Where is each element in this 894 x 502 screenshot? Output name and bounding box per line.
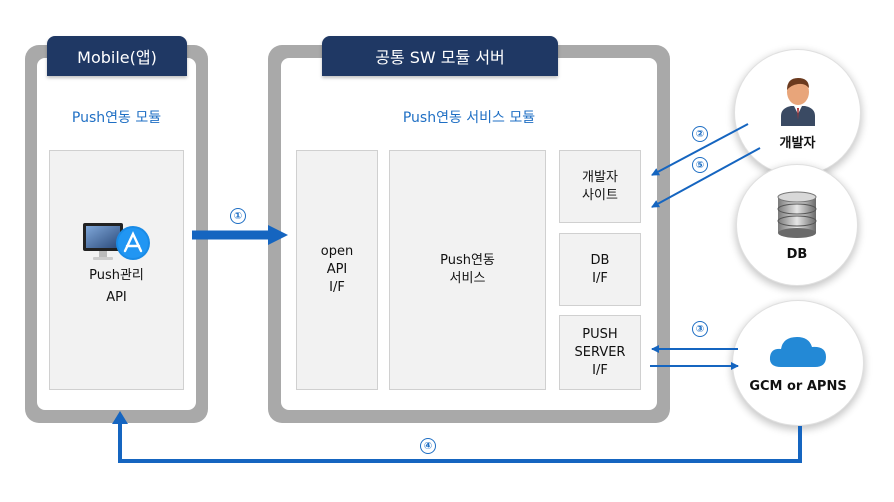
arrow-step4: [118, 420, 802, 463]
developer-circle: 개발자: [735, 50, 860, 175]
server-tab-header: 공통 SW 모듈 서버: [322, 36, 558, 76]
step2-badge: ②: [692, 126, 708, 142]
arrow-step5: [651, 147, 761, 208]
server-section-title: Push연동 서비스 모듈: [402, 110, 536, 126]
developer-site-box: 개발자 사이트: [559, 150, 641, 223]
cloud-icon: [767, 333, 829, 369]
push-service-box: Push연동 서비스: [389, 150, 546, 390]
db-if-box: DB I/F: [559, 233, 641, 306]
step4-badge: ④: [420, 438, 436, 454]
step3-badge: ③: [692, 321, 708, 337]
open-api-if-box: open API I/F: [296, 150, 378, 390]
developer-label: 개발자: [779, 136, 816, 151]
push-management-api-box: Push관리 API: [49, 150, 184, 390]
push-server-if-box: PUSH SERVER I/F: [559, 315, 641, 390]
arrow-step1-head: [268, 225, 288, 245]
step5-badge: ⑤: [692, 157, 708, 173]
developer-person-icon: [777, 74, 819, 126]
step1-badge: ①: [230, 208, 246, 224]
arrow-step2: [651, 123, 749, 176]
mobile-section-title: Push연동 모듈: [71, 110, 162, 126]
gcm-apns-circle: GCM or APNS: [733, 301, 863, 425]
db-label: DB: [786, 246, 808, 262]
mobile-tab-header: Mobile(앱): [47, 36, 187, 76]
gcm-apns-label: GCM or APNS: [749, 378, 847, 394]
push-management-api-label: Push관리 API: [89, 268, 144, 305]
database-icon: [775, 189, 819, 239]
db-circle: DB: [737, 165, 857, 285]
arrow-step4-head: [112, 411, 128, 424]
app-store-icon: [81, 201, 153, 260]
